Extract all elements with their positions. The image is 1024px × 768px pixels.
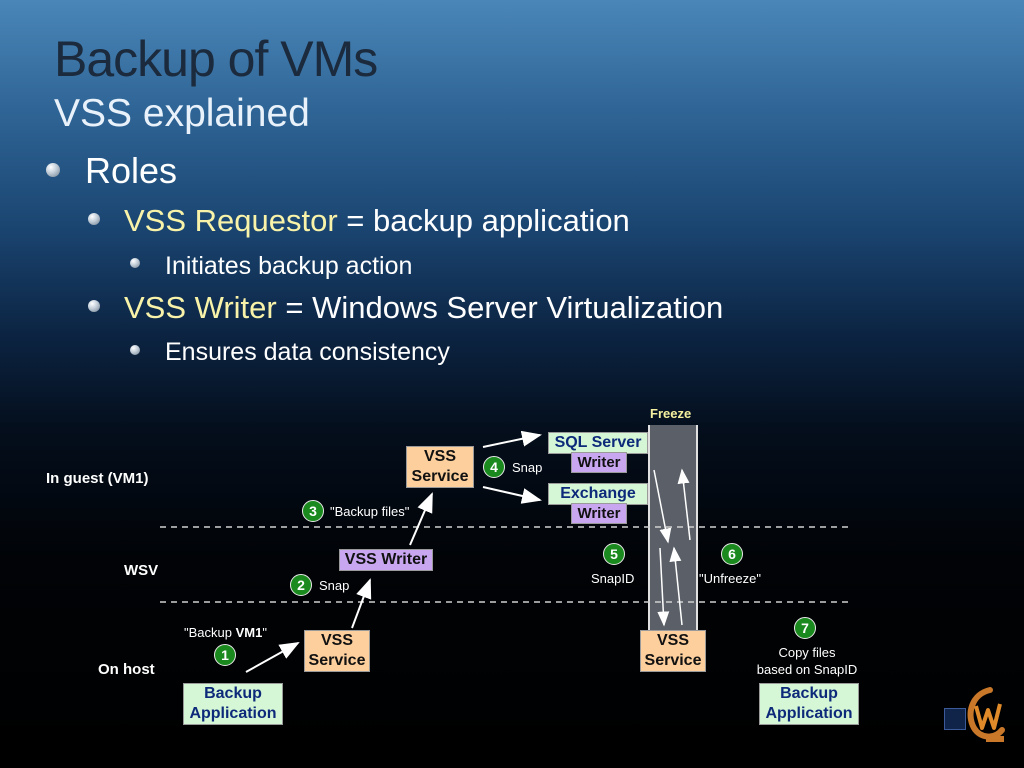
annotation-text: " <box>262 625 267 640</box>
box-line: Service <box>644 652 702 669</box>
box-line: Backup <box>780 685 838 702</box>
lane-label-host: On host <box>98 661 155 678</box>
vss-service-host-left-box: VSS Service <box>304 630 370 672</box>
logo-badge-icon <box>944 708 966 730</box>
step-1-badge: 1 <box>214 644 236 666</box>
annotation-line: based on SnapID <box>756 662 858 677</box>
lane-label-guest: In guest (VM1) <box>46 470 149 487</box>
bullet-dot-icon <box>88 213 100 225</box>
bullet-dot-icon <box>130 258 140 268</box>
step-6-badge: 6 <box>721 543 743 565</box>
bullet-dot-icon <box>46 163 60 177</box>
annotation-copy-files: Copy files based on SnapID <box>752 644 862 678</box>
exchange-writer-box: Writer <box>571 503 627 524</box>
bullet-vss-requestor: VSS Requestor = backup application <box>124 203 630 239</box>
freeze-arrow-up-2 <box>669 546 683 626</box>
arrow-writer-to-guest-service <box>409 492 433 546</box>
bullet-dot-icon <box>88 300 100 312</box>
bullet-text: = Windows Server Virtualization <box>276 290 724 325</box>
arrow-backup-to-vss-service <box>245 642 300 673</box>
box-line: Application <box>765 705 853 722</box>
arrow-to-sql-writer <box>482 430 542 448</box>
annotation-backup-files: "Backup files" <box>330 504 410 519</box>
annotation-unfreeze: "Unfreeze" <box>699 571 761 586</box>
step-5-badge: 5 <box>603 543 625 565</box>
sql-server-box: SQL Server <box>548 432 648 454</box>
freeze-label: Freeze <box>650 406 692 421</box>
arrow-to-exchange-writer <box>482 486 542 504</box>
freeze-arrow-up-1 <box>677 468 691 541</box>
annotation-text: "Backup <box>184 625 236 640</box>
arrow-vss-service-to-writer <box>351 578 372 629</box>
vss-service-host-right-box: VSS Service <box>640 630 706 672</box>
freeze-arrow-down-2 <box>657 547 670 627</box>
bullet-initiates: Initiates backup action <box>165 252 413 280</box>
bullet-vss-writer: VSS Writer = Windows Server Virtualizati… <box>124 290 723 326</box>
bullet-roles: Roles <box>85 150 178 191</box>
step-2-badge: 2 <box>290 574 312 596</box>
freeze-arrow-down-1 <box>653 469 672 544</box>
vss-writer-box: VSS Writer <box>339 549 433 571</box>
annotation-snap-guest: Snap <box>512 460 543 475</box>
box-line: VSS <box>656 632 689 649</box>
annotation-backup-vm1: "Backup VM1" <box>184 625 267 640</box>
bullet-dot-icon <box>130 345 140 355</box>
bullet-text: = backup application <box>337 203 630 238</box>
lane-label-wsv: WSV <box>124 562 159 579</box>
box-line: Application <box>189 705 277 722</box>
annotation-line: Copy files <box>778 645 836 660</box>
highlight-term: VSS Requestor <box>124 203 338 238</box>
slide-subtitle: VSS explained <box>54 92 310 135</box>
box-line: Service <box>308 652 366 669</box>
highlight-term: VSS Writer <box>124 290 277 325</box>
exchange-box: Exchange <box>548 483 648 505</box>
box-line: Backup <box>204 685 262 702</box>
vss-service-guest-box: VSS Service <box>406 446 474 488</box>
slide-title: Backup of VMs <box>54 31 378 87</box>
backup-application-left-box: Backup Application <box>183 683 283 725</box>
box-line: VSS <box>320 632 353 649</box>
sql-writer-box: Writer <box>571 452 627 473</box>
bullet-ensures: Ensures data consistency <box>165 338 450 366</box>
annotation-snap-wsv: Snap <box>319 578 350 593</box>
step-7-badge: 7 <box>794 617 816 639</box>
box-line: VSS <box>423 448 456 465</box>
logo-icon <box>967 687 1005 742</box>
backup-application-right-box: Backup Application <box>759 683 859 725</box>
box-line: Service <box>411 468 469 485</box>
step-4-badge: 4 <box>483 456 505 478</box>
step-3-badge: 3 <box>302 500 324 522</box>
annotation-bold: VM1 <box>235 625 263 640</box>
annotation-snapid: SnapID <box>591 571 635 586</box>
